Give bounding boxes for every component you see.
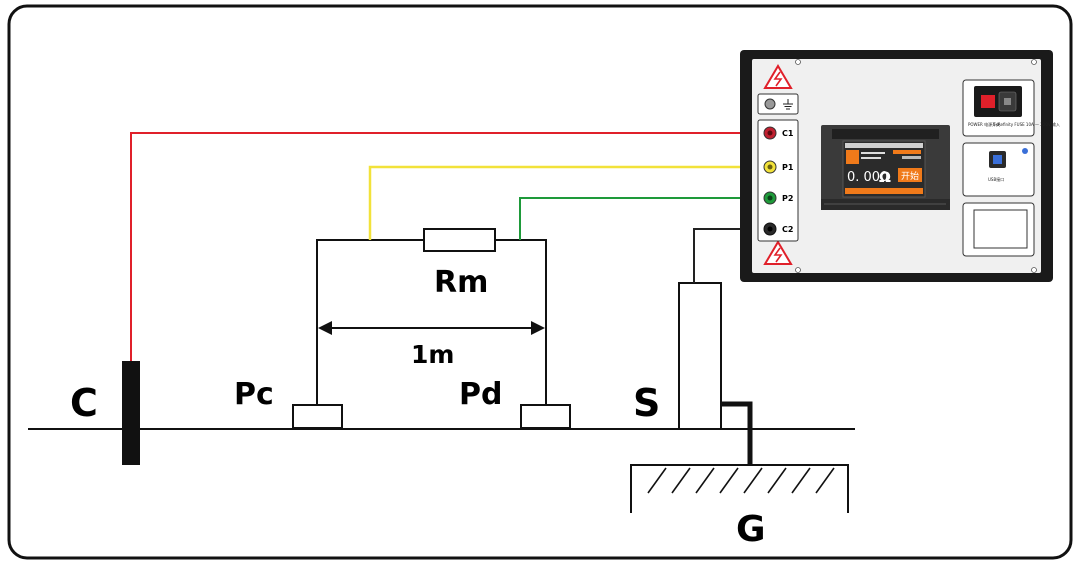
display-top-slot bbox=[832, 129, 939, 139]
high-voltage-warning-icon bbox=[763, 64, 793, 89]
terminal-p2-label: P2 bbox=[782, 194, 793, 203]
terminal-c1-socket bbox=[767, 130, 773, 136]
dimension-arrow-left bbox=[318, 321, 332, 335]
s-specimen bbox=[678, 282, 722, 430]
terminal-p1-label: P1 bbox=[782, 163, 794, 172]
pc-lead bbox=[316, 239, 424, 405]
pd-lead bbox=[495, 239, 547, 405]
usb-module bbox=[962, 142, 1035, 197]
screen-start-label: 开始 bbox=[901, 170, 919, 182]
terminal-c1-label: C1 bbox=[782, 129, 794, 138]
ground-symbol-icon bbox=[783, 99, 793, 110]
wire-p2 bbox=[519, 197, 770, 240]
screw bbox=[1031, 59, 1037, 65]
ground-g-box bbox=[630, 464, 849, 513]
label-1m: 1m bbox=[411, 340, 454, 369]
label-s: S bbox=[633, 381, 660, 425]
tester-instrument: C1 P1 P2 C2 0. 000 Ω 开始 POWER 电源开关 5xRef… bbox=[740, 50, 1060, 282]
label-rm: Rm bbox=[434, 265, 488, 300]
label-c: C bbox=[70, 381, 98, 425]
wire-p1 bbox=[368, 165, 770, 240]
terminal-c2-socket bbox=[767, 226, 773, 232]
screen-start-button[interactable] bbox=[898, 168, 922, 182]
screw bbox=[1031, 267, 1037, 273]
usb-port[interactable] bbox=[993, 155, 1002, 164]
label-pc: Pc bbox=[234, 377, 274, 412]
fuse-label: 5xRefinity FUSE 10A — 220V 输入 bbox=[993, 121, 1060, 127]
dimension-arrow-right bbox=[531, 321, 545, 335]
terminal-p2-socket bbox=[767, 195, 773, 201]
screen-status-bar bbox=[845, 143, 923, 148]
terminal-c2-label: C2 bbox=[782, 225, 793, 234]
s-to-ground-wire bbox=[721, 401, 753, 465]
rm-resistor bbox=[423, 228, 496, 252]
label-pd: Pd bbox=[459, 377, 502, 412]
screen-unit: Ω bbox=[879, 170, 891, 186]
pd-block bbox=[520, 404, 571, 429]
pc-block bbox=[292, 404, 343, 429]
power-switch[interactable] bbox=[981, 95, 995, 108]
usb-label: USB接口 bbox=[988, 176, 1004, 182]
wire-c1 bbox=[130, 132, 770, 361]
screen-info-line bbox=[902, 156, 921, 159]
printer-window[interactable] bbox=[973, 209, 1028, 249]
screen-info-line bbox=[861, 152, 885, 154]
screen-reading: 0. 000 bbox=[847, 170, 888, 185]
bluetooth-icon bbox=[1022, 148, 1028, 154]
label-g: G bbox=[736, 509, 766, 550]
screen-logo-icon bbox=[846, 150, 859, 164]
screen-info-line bbox=[861, 157, 881, 159]
screen-bottom-bar bbox=[845, 188, 923, 194]
screen-mode-tag bbox=[893, 150, 921, 154]
power-switch-label: POWER 电源开关 bbox=[968, 121, 1000, 127]
ground-hatching bbox=[647, 467, 835, 494]
terminal-p1-socket bbox=[767, 164, 773, 170]
c-electrode bbox=[122, 361, 140, 465]
terminal-strip bbox=[757, 119, 799, 242]
screw bbox=[795, 59, 801, 65]
ground-terminal[interactable] bbox=[764, 98, 776, 110]
high-voltage-warning-icon bbox=[763, 240, 793, 265]
screw bbox=[795, 267, 801, 273]
fuse-slot bbox=[1004, 98, 1011, 105]
